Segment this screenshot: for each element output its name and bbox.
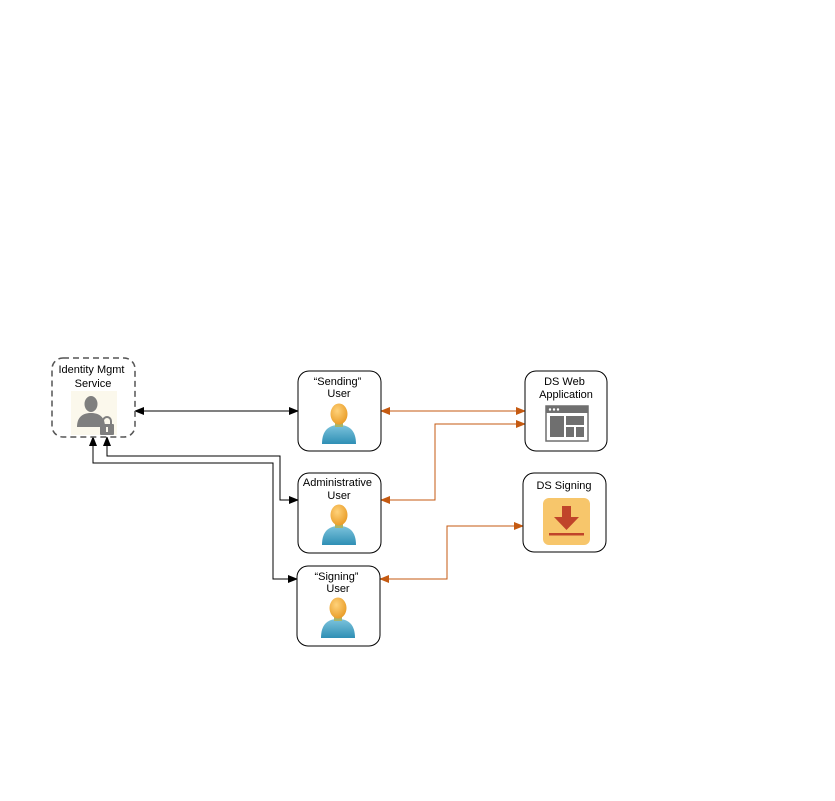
svg-text:“Signing” User: “Signing” User <box>314 571 361 595</box>
node-signing-user[interactable]: “Signing” User <box>296 565 381 647</box>
node-label-line: “Signing” <box>314 571 358 583</box>
user-lock-icon <box>71 391 117 435</box>
node-label-line: Identity Mgmt <box>58 364 124 376</box>
edge-idp-signing <box>89 436 298 583</box>
svg-text:DS Web Application: DS Web Application <box>539 376 593 401</box>
svg-text:“Sending” User: “Sending” User <box>314 376 365 400</box>
node-label-line: “Sending” <box>314 376 362 388</box>
svg-text:Identity Mgmt Service: Identity Mgmt Service <box>58 364 127 390</box>
node-ds-web-application[interactable]: DS Web Application <box>524 370 608 452</box>
edge-admin-webapp <box>380 420 526 504</box>
node-label-line: DS Signing <box>536 480 591 492</box>
svg-text:DS Signing: DS Signing <box>536 480 591 492</box>
node-label-line: Service <box>75 378 112 390</box>
node-identity-mgmt-service[interactable]: Identity Mgmt Service <box>51 357 136 438</box>
node-label-line: User <box>326 583 350 595</box>
browser-window-icon <box>545 405 589 442</box>
svg-text:Administrative User: Administrative User <box>303 477 375 502</box>
edge-idp-admin <box>103 436 299 504</box>
node-ds-signing[interactable]: DS Signing <box>522 472 607 553</box>
node-label-line: User <box>327 388 351 400</box>
node-label-line: User <box>327 490 351 502</box>
node-label-line: Application <box>539 389 593 401</box>
edge-signing-dssigning <box>379 522 524 583</box>
node-label-line: Administrative <box>303 477 372 489</box>
edges <box>89 407 526 583</box>
download-icon <box>543 498 590 545</box>
node-administrative-user[interactable]: Administrative User <box>297 472 382 554</box>
node-label-line: DS Web <box>544 376 585 388</box>
node-sending-user[interactable]: “Sending” User <box>297 370 382 452</box>
